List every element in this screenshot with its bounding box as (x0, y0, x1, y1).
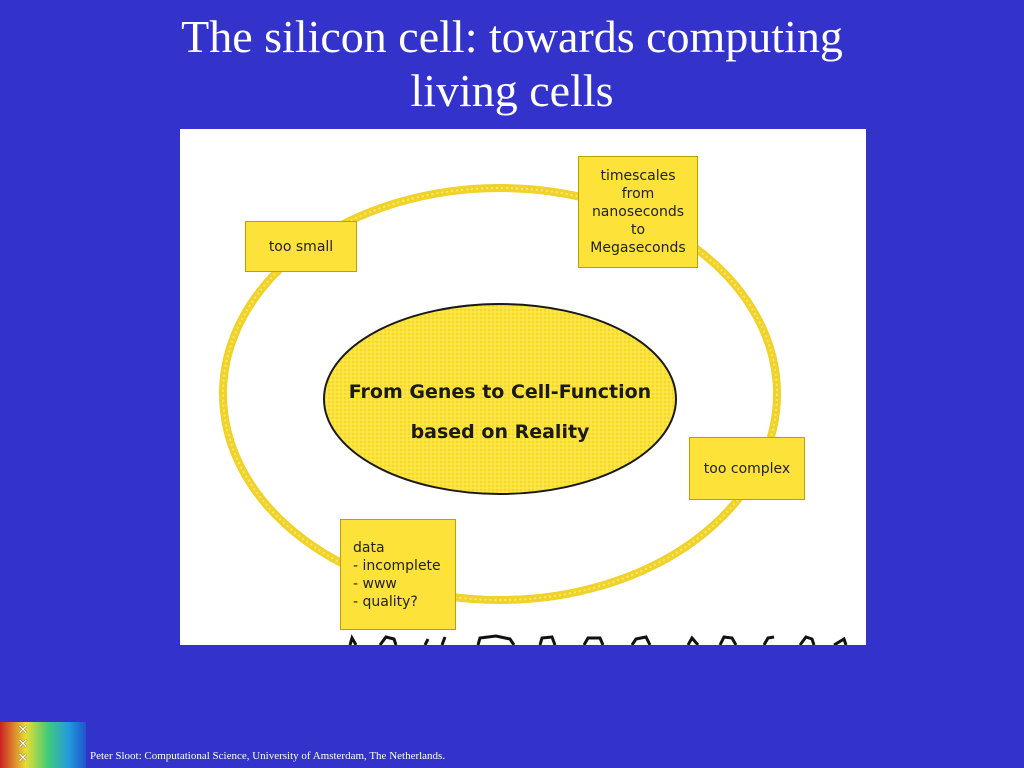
diagram-panel: From Genes to Cell-Function based on Rea… (180, 129, 866, 645)
center-label-line-1: From Genes to Cell-Function (348, 381, 652, 403)
slide-title-line-2: living cells (410, 65, 614, 116)
box-timescales-line: to (630, 222, 646, 238)
cycle-ring-highlight (222, 187, 778, 601)
box-too-complex-label: too complex (703, 460, 791, 477)
box-timescales-line: from (621, 186, 655, 202)
university-logo: ✕✕✕ (0, 722, 86, 768)
diagram-graphic (219, 184, 848, 645)
box-data: data - incomplete - www - quality? (340, 519, 456, 630)
footer-credit: Peter Sloot: Computational Science, Univ… (90, 750, 446, 762)
box-too-small-label: too small (268, 238, 334, 255)
box-timescales-line: Megaseconds (590, 240, 686, 256)
box-timescales: timescales from nanoseconds to Megasecon… (578, 156, 698, 268)
center-label-line-2: based on Reality (410, 421, 590, 443)
center-ellipse (323, 303, 677, 495)
box-too-small: too small (245, 221, 357, 272)
box-data-line: data (353, 539, 385, 556)
box-timescales-line: nanoseconds (591, 204, 685, 220)
slide-title-line-1: The silicon cell: towards computing (181, 11, 843, 62)
slide-title: The silicon cell: towards computing livi… (0, 10, 1024, 118)
box-data-line: - www (353, 575, 397, 592)
box-timescales-line: timescales (600, 168, 676, 184)
university-logo-icon: ✕✕✕ (17, 723, 29, 766)
box-data-line: - incomplete (353, 557, 441, 574)
center-label: From Genes to Cell-Function based on Rea… (320, 372, 680, 452)
box-too-complex: too complex (689, 437, 805, 500)
cut-off-caption (348, 634, 848, 645)
box-data-line: - quality? (353, 593, 418, 610)
